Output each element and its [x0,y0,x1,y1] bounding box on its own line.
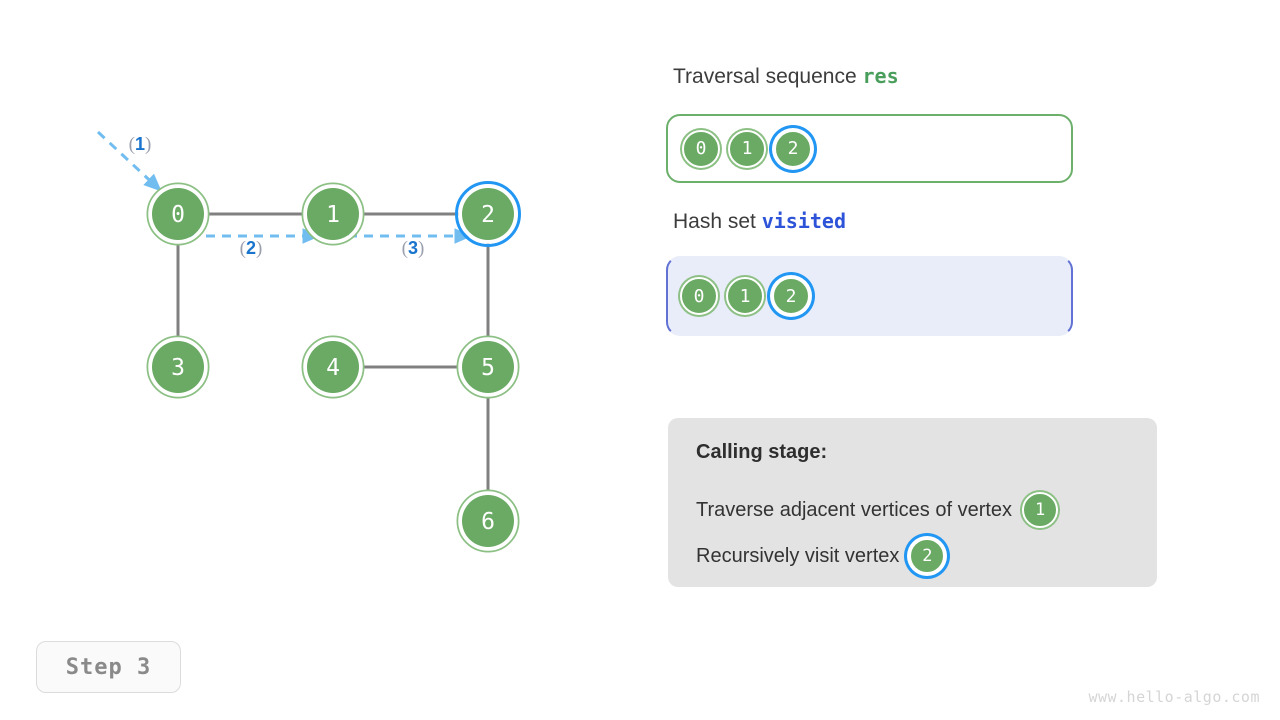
calling-stage-line-2-text: Recursively visit vertex [696,544,900,567]
res-heading: Traversal sequence res [673,64,899,89]
visited-brace-right [1057,256,1073,336]
traversal-arrow-label-3: (3) [402,238,425,259]
node-inner-ring [458,491,518,551]
res-code-token: res [862,64,899,88]
node-outer-ring [456,489,520,553]
node-inner-ring [148,337,208,397]
calling-stage-line-1-text: Traverse adjacent vertices of vertex [696,498,1013,521]
graph-node-label-5: 5 [481,355,495,381]
visited-brace-left [666,256,682,336]
node-inner-ring [303,184,363,244]
step-indicator: Step 3 [36,641,181,693]
graph-node-5 [462,341,514,393]
graph-node-label-0: 0 [171,202,185,228]
calling-stage-line-1: Traverse adjacent vertices of vertex 1 [696,492,1059,528]
visited-item: 1 [726,277,764,315]
res-item: 2 [774,129,812,168]
node-inner-ring [148,184,208,244]
visited-item: 0 [680,277,718,315]
watermark: www.hello-algo.com [1088,688,1260,706]
graph-node-label-2: 2 [481,202,495,228]
graph-node-label-6: 6 [481,509,495,535]
node-inner-ring [303,337,363,397]
graph-node-label-3: 3 [171,355,185,381]
graph-node-1 [307,188,359,240]
graph-traversal-arrows [96,130,473,244]
calling-stage-line-2-badge: 2 [909,538,946,574]
res-item: 0 [682,129,720,168]
graph-node-6 [462,495,514,547]
node-inner-ring [458,184,518,244]
res-item: 1 [728,129,766,168]
traversal-arrow-label-2: (2) [240,238,263,259]
graph-node-0 [152,188,204,240]
graph-panel: 0 1 2 3 4 5 6 (1) (2) (3) [0,0,640,640]
node-inner-ring [458,337,518,397]
visited-heading: Hash set visited [673,209,846,234]
visited-code-token: visited [761,209,847,233]
node-outer-ring [146,335,210,399]
calling-stage-title: Calling stage: [696,441,828,463]
visited-item: 2 [772,277,810,315]
graph-arrow-labels: (1) (2) (3) [129,134,425,259]
calling-stage-line-2: Recursively visit vertex 2 [696,538,946,574]
calling-stage-card: Calling stage: Traverse adjacent vertice… [668,418,1157,587]
traversal-arrow-label-1: (1) [129,134,152,155]
graph-node-3 [152,341,204,393]
node-outer-ring [146,182,210,246]
node-outer-ring [301,182,365,246]
graph-nodes: 0 1 2 3 4 5 6 [146,181,521,553]
visited-heading-text: Hash set [673,210,762,233]
graph-node-label-4: 4 [326,355,340,381]
graph-node-2 [462,188,514,240]
graph-node-4 [307,341,359,393]
calling-stage-line-1-badge: 1 [1022,492,1059,528]
graph-edges [176,212,490,493]
traversal-arrow-1 [96,130,162,192]
node-outer-ring [301,335,365,399]
node-highlight-ring [455,181,521,247]
graph-node-label-1: 1 [326,202,340,228]
node-outer-ring [456,335,520,399]
graph-svg: 0 1 2 3 4 5 6 (1) (2) (3) [96,130,521,553]
res-heading-text: Traversal sequence [673,65,863,88]
